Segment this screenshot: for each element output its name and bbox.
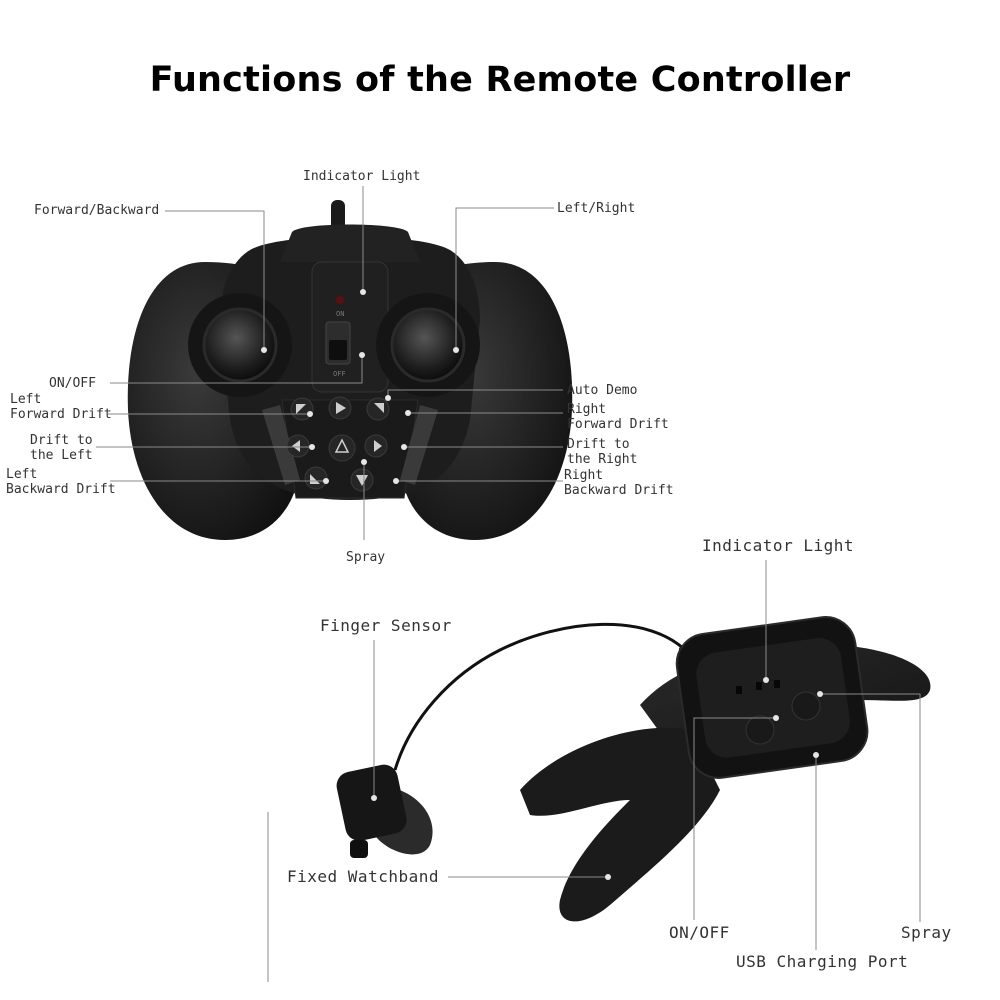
indicator-slot-3 [774, 680, 780, 688]
label-watch-spray: Spray [901, 923, 952, 942]
top-dome [280, 224, 420, 262]
label-indicator-light: Indicator Light [303, 169, 421, 184]
label-right-forward-drift-line2: Forward Drift [567, 417, 669, 432]
label-left-forward-drift-line2: Forward Drift [10, 407, 112, 422]
arrow-right-icon [374, 440, 382, 452]
label-auto-demo: Auto Demo [567, 383, 638, 398]
wrist-controller [267, 560, 931, 982]
play-icon [336, 402, 346, 414]
label-left-forward-drift-line1: Left [10, 392, 42, 407]
label-finger-sensor: Finger Sensor [320, 616, 452, 635]
label-drift-right-line2: the Right [567, 452, 638, 467]
leader-left-right [455, 207, 554, 350]
remote-controller: ON OFF [96, 186, 573, 540]
label-watch-indicator-light: Indicator Light [702, 536, 854, 555]
label-right-forward-drift: Right Forward Drift [567, 402, 669, 432]
indicator-light-icon [336, 296, 344, 304]
spray-button[interactable] [328, 434, 356, 462]
label-usb-charging-port: USB Charging Port [736, 952, 909, 971]
right-joystick[interactable] [390, 307, 466, 383]
controller-leader-lines [96, 186, 563, 540]
label-drift-right-line1: Drift to [567, 437, 630, 452]
label-right-backward-drift-line2: Backward Drift [564, 483, 674, 498]
label-left-backward-drift-line2: Backward Drift [6, 482, 116, 497]
switch-on-mark: ON [336, 310, 344, 318]
label-fixed-watchband: Fixed Watchband [287, 867, 439, 886]
label-right-backward-drift-line1: Right [564, 468, 604, 483]
leader-forward-backward [165, 210, 265, 350]
indicator-light-led [756, 682, 762, 690]
arrow-up-left-icon [296, 404, 306, 414]
watch-face [696, 638, 850, 758]
label-drift-right: Drift to the Right [567, 437, 637, 467]
label-right-forward-drift-line1: Right [567, 402, 607, 417]
watchband-lower [520, 727, 720, 922]
power-switch-knob[interactable] [329, 340, 347, 360]
switch-off-mark: OFF [333, 370, 346, 378]
watch-on-off-button[interactable] [745, 715, 775, 745]
finger-sensor[interactable] [334, 762, 409, 843]
leader-watch-spray [820, 693, 921, 922]
right-forward-drift-button[interactable] [366, 397, 390, 421]
arrow-down-icon [356, 475, 368, 486]
arrow-up-right-icon [374, 403, 384, 413]
page-title: Functions of the Remote Controller [149, 60, 851, 100]
label-left-right: Left/Right [557, 201, 636, 216]
label-left-backward-drift-line1: Left [6, 467, 38, 482]
label-spray: Spray [346, 550, 386, 565]
arrow-left-icon [292, 440, 300, 452]
label-drift-left: Drift to the Left [30, 433, 93, 463]
label-drift-left-line1: Drift to [30, 433, 93, 448]
label-drift-left-line2: the Left [30, 448, 93, 463]
leader-watch-on-off [693, 717, 776, 920]
right-rail [400, 405, 438, 485]
controller-leader-dots [261, 289, 459, 484]
finger-sensor-knob [350, 840, 368, 858]
leader-on-off [110, 355, 363, 384]
sensor-cable [393, 622, 692, 771]
label-left-backward-drift: Left Backward Drift [6, 467, 116, 497]
label-watch-on-off: ON/OFF [669, 923, 730, 942]
spray-icon [334, 438, 350, 453]
left-joystick[interactable] [202, 307, 278, 383]
left-rail [262, 405, 300, 485]
watch-spray-button[interactable] [791, 691, 821, 721]
left-backward-drift-button[interactable] [304, 466, 328, 490]
label-on-off: ON/OFF [49, 376, 96, 391]
indicator-slot-1 [736, 686, 742, 694]
watch-leader-lines [267, 560, 921, 982]
label-forward-backward: Forward/Backward [34, 203, 160, 218]
label-left-forward-drift: Left Forward Drift [10, 392, 112, 422]
label-right-backward-drift: Right Backward Drift [564, 468, 674, 498]
